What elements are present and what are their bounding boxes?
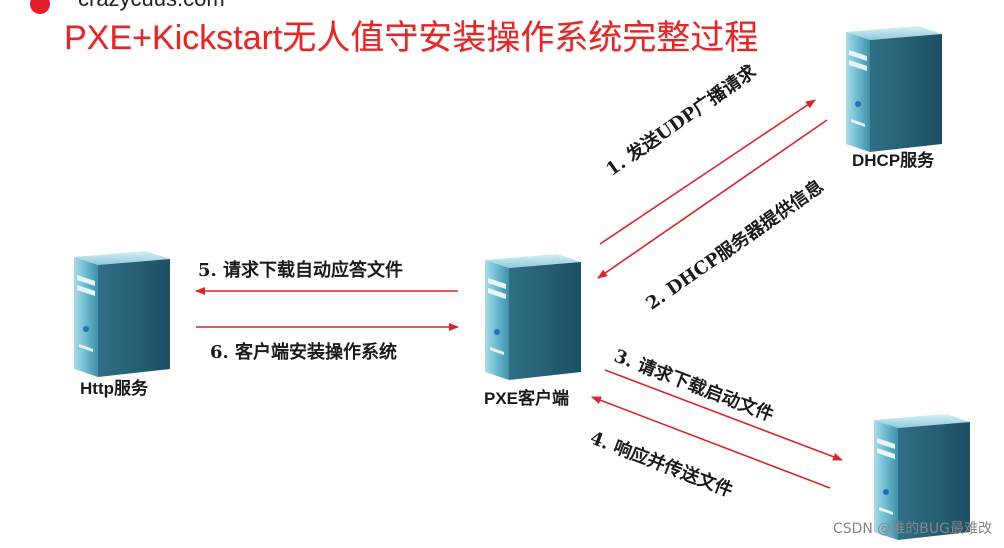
http-server-label: Http服务 (80, 379, 148, 398)
dhcp-server-label: DHCP服务 (852, 151, 935, 170)
brand-logo-icon (30, 0, 50, 14)
arrow-step-3 (604, 369, 843, 461)
brand-logo-text: crazycuus.com (78, 0, 225, 12)
arrow-step-2 (597, 119, 828, 279)
arrow-step-4 (591, 396, 831, 489)
step-5-label: 5. 请求下载自动应答文件 (198, 260, 404, 281)
http-server-icon (66, 245, 176, 380)
dhcp-server-icon (838, 20, 948, 155)
pxe-client-icon (477, 248, 587, 383)
step-6-label: 6. 客户端安装操作系统 (210, 342, 398, 363)
diagram-title: PXE+Kickstart无人值守安装操作系统完整过程 (64, 19, 759, 57)
arrow-step-1 (599, 99, 816, 245)
watermark: CSDN @谁的BUG最难改 (832, 521, 992, 537)
pxe-client-label: PXE客户端 (484, 389, 570, 408)
